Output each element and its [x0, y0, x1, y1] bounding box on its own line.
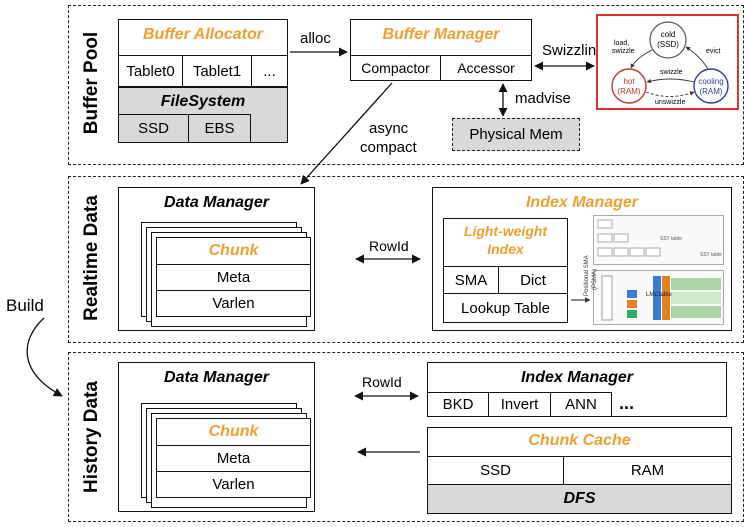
history-chunk-title: Chunk: [208, 423, 259, 440]
hot-state-label-2: (RAM): [617, 87, 641, 96]
realtime-chunk-title: Chunk: [208, 242, 259, 259]
cold-state-label-1: cold: [660, 30, 676, 39]
ann-cell: ANN: [550, 392, 612, 417]
filesystem-ssd: SSD: [118, 114, 189, 143]
unswizzle-label: unswizzle: [655, 99, 686, 106]
invert-cell: Invert: [488, 392, 551, 417]
swizzle-arrow: [646, 78, 695, 84]
accessor-cell: Accessor: [440, 55, 532, 81]
light-weight-index-title-2: Index: [487, 241, 524, 257]
cooling-state-label-1: cooling: [698, 77, 724, 86]
buffer-allocator-title: Buffer Allocator: [142, 26, 263, 43]
swizzle-label: swizzle: [660, 69, 683, 76]
realtime-data-section: [68, 176, 744, 343]
cold-state-circle: [649, 21, 687, 59]
history-index-manager-title: Index Manager: [520, 369, 634, 386]
async-compact-label-2: compact: [360, 139, 417, 156]
chunk-cache-title: Chunk Cache: [528, 432, 631, 449]
buffer-pool-section: [68, 5, 744, 165]
async-compact-arrow: [300, 82, 393, 185]
evict-arrow: [685, 46, 709, 70]
tablet-cell-more: ...: [251, 55, 288, 87]
sst-table-caption-2: SST table: [700, 252, 722, 258]
filesystem-ebs: EBS: [188, 114, 251, 143]
index-more-ellipsis: ...: [619, 393, 635, 413]
build-label: Build: [6, 296, 44, 315]
hot-state-circle: [611, 68, 647, 104]
compactor-cell: Compactor: [350, 55, 441, 81]
lookup-table-cell: Lookup Table: [443, 293, 568, 323]
swizzling-label: Swizzling: [542, 42, 605, 59]
hot-state-label-1: hot: [623, 77, 635, 86]
psma-caption-1: Positional SMA: [584, 255, 590, 296]
madvise-label: madvise: [515, 90, 571, 107]
history-varlen-row: Varlen: [156, 471, 311, 498]
load-swizzle-arrow: [630, 49, 653, 69]
cooling-state-label-2: (RAM): [699, 87, 723, 96]
unswizzle-arrow: [645, 91, 695, 97]
dfs-box: DFS: [427, 484, 732, 514]
load-swizzle-label-1: load,: [614, 40, 630, 47]
light-weight-index-title-1: Light-weight: [463, 223, 548, 239]
tablet-cell-0: Tablet0: [118, 55, 183, 87]
history-rowid-label: RowId: [362, 374, 402, 390]
load-swizzle-label-2: swizzle: [612, 48, 635, 55]
cold-state-label-2: (SSD): [657, 40, 679, 49]
sst-table-blocks: [597, 219, 661, 257]
filesystem-title: FileSystem: [160, 93, 246, 110]
history-data-manager-title: Data Manager: [164, 369, 269, 386]
bkd-cell: BKD: [427, 392, 489, 417]
psma-blocks: [601, 275, 721, 321]
alloc-label: alloc: [300, 30, 331, 47]
lmc-table-caption: LMCtable: [646, 292, 672, 298]
async-compact-label-1: async: [369, 120, 409, 137]
dict-cell: Dict: [498, 266, 568, 294]
evict-label: evict: [706, 48, 721, 55]
realtime-data-manager-title: Data Manager: [164, 194, 269, 211]
realtime-index-manager-title: Index Manager: [525, 194, 639, 211]
build-arrow: [26, 317, 63, 397]
realtime-varlen-row: Varlen: [156, 290, 311, 317]
realtime-meta-row: Meta: [156, 264, 311, 291]
physical-mem-box: Physical Mem: [452, 118, 580, 151]
buffer-manager-title: Buffer Manager: [382, 26, 500, 43]
cooling-state-circle: [693, 68, 729, 104]
psma-caption-2: (PSMA): [592, 269, 598, 290]
tablet-cell-1: Tablet1: [182, 55, 252, 87]
history-data-section: [68, 352, 744, 522]
sst-table-caption-1: SST table: [660, 236, 682, 242]
realtime-rowid-label: RowId: [369, 238, 409, 254]
